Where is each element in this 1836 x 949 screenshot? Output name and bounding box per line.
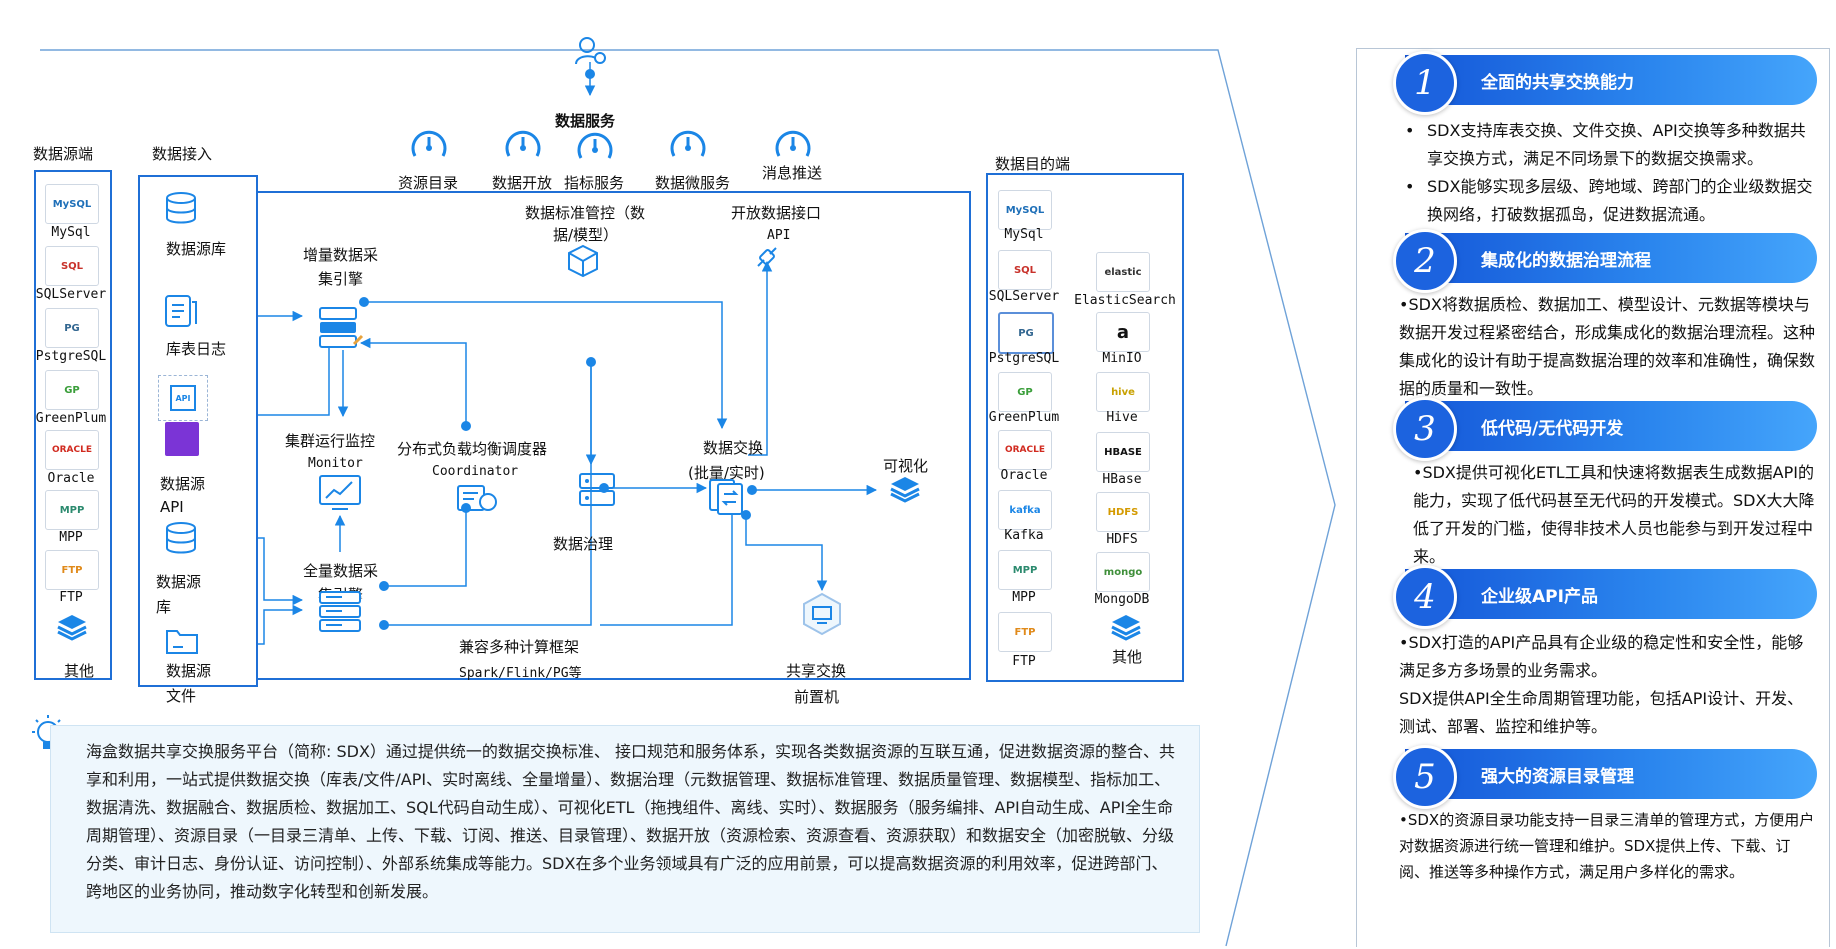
- sqlserver-logo-icon: SQL: [998, 250, 1052, 290]
- hive-logo-icon: hive: [1096, 372, 1150, 412]
- mysql-logo-icon: MySQL: [45, 184, 99, 224]
- feature-number-badge: 4: [1393, 565, 1457, 629]
- feature-3-body: •SDX提供可视化ETL工具和快速将数据表生成数据API的能力，实现了低代码甚至…: [1413, 463, 1815, 566]
- data-service-title: 数据服务: [555, 112, 616, 130]
- layers-icon: [57, 615, 87, 641]
- feature-panel: 1 全面的共享交换能力 SDX支持库表交换、文件交换、API交换等多种数据共享交…: [1356, 48, 1830, 947]
- log-file-icon: [165, 295, 197, 327]
- layers-icon: [890, 477, 920, 503]
- service-label: 数据微服务: [655, 174, 731, 192]
- server-icon: [319, 307, 364, 348]
- plug-icon: [757, 247, 777, 267]
- folder-icon: [166, 630, 198, 654]
- kafka-logo-icon: kafka: [998, 490, 1052, 530]
- sqlserver-logo-icon: SQL: [45, 246, 99, 286]
- oracle-logo-icon: ORACLE: [45, 430, 99, 470]
- source-column-title: 数据源端: [33, 145, 94, 163]
- feature-1-header: 1 全面的共享交换能力: [1393, 51, 1817, 115]
- gauge-icon: [411, 130, 447, 157]
- dest-column-title: 数据目的端: [995, 155, 1071, 173]
- hbase-logo-icon: HBASE: [1096, 432, 1150, 472]
- elastic-logo-icon: elastic: [1096, 252, 1150, 292]
- feature-number-badge: 1: [1393, 51, 1457, 115]
- feature-title: 集成化的数据治理流程: [1481, 251, 1651, 271]
- feature-5-header: 5 强大的资源目录管理: [1393, 745, 1817, 809]
- gauge-icon: [505, 130, 541, 157]
- monitor-chart-icon: [319, 475, 361, 510]
- feature-number-badge: 5: [1393, 745, 1457, 809]
- api-chip-icon: API: [158, 375, 208, 421]
- feature-number-badge: 2: [1393, 229, 1457, 293]
- feature-title: 低代码/无代码开发: [1481, 419, 1624, 439]
- scheduler-icon: [457, 485, 497, 511]
- service-label: 指标服务: [564, 174, 625, 192]
- greenplum-logo-icon: GP: [998, 372, 1052, 412]
- feature-2-body: •SDX将数据质检、数据加工、模型设计、元数据等模块与数据开发过程紧密结合，形成…: [1399, 295, 1816, 398]
- cubes-icon: [568, 244, 598, 278]
- feature-2-header: 2 集成化的数据治理流程: [1393, 229, 1817, 293]
- feature-4-body: •SDX打造的API产品具有企业级的稳定性和安全性，能够满足多方多场景的业务需求…: [1399, 633, 1804, 736]
- feature-number-badge: 3: [1393, 397, 1457, 461]
- gauge-icon: [577, 132, 613, 159]
- gauge-icon: [670, 130, 706, 157]
- user-gear-icon: [575, 37, 606, 65]
- mpp-logo-icon: MPP: [45, 490, 99, 530]
- front-machine-icon: [803, 592, 841, 636]
- oracle-logo-icon: ORACLE: [998, 430, 1052, 470]
- gauge-icon: [775, 130, 811, 157]
- summary-box: 海盒数据共享交换服务平台（简称: SDX）通过提供统一的数据交换标准、 接口规范…: [50, 725, 1200, 933]
- postgresql-logo-icon: PG: [998, 312, 1054, 354]
- feature-title: 企业级API产品: [1481, 587, 1598, 607]
- mongodb-logo-icon: mongo: [1096, 552, 1150, 592]
- database-icon: [166, 192, 196, 224]
- ftp-logo-icon: FTP: [45, 550, 99, 590]
- summary-text: 海盒数据共享交换服务平台（简称: SDX）通过提供统一的数据交换标准、 接口规范…: [86, 742, 1176, 901]
- feature-4-header: 4 企业级API产品: [1393, 565, 1817, 629]
- exchange-icon: [709, 479, 743, 515]
- server-icon: [319, 591, 361, 632]
- feature-3-header: 3 低代码/无代码开发: [1393, 397, 1817, 461]
- governance-server-icon: [579, 473, 615, 506]
- hdfs-logo-icon: HDFS: [1096, 492, 1150, 532]
- service-label: 消息推送: [762, 164, 823, 182]
- ftp-logo-icon: FTP: [998, 612, 1052, 652]
- service-label: 数据开放: [492, 174, 553, 192]
- minio-logo-icon: a: [1096, 312, 1150, 352]
- chevron-frame: [40, 49, 1336, 947]
- mysql-logo-icon: MySQL: [998, 190, 1052, 230]
- layers-icon: [1111, 615, 1141, 641]
- feature-title: 全面的共享交换能力: [1481, 73, 1634, 93]
- database-icon: [166, 522, 196, 554]
- mpp-logo-icon: MPP: [998, 550, 1052, 590]
- feature-title: 强大的资源目录管理: [1481, 767, 1634, 787]
- feature-1-body: SDX支持库表交换、文件交换、API交换等多种数据共享交换方式，满足不同场景下的…: [1399, 117, 1819, 229]
- api-gateway-icon: [165, 422, 199, 456]
- greenplum-logo-icon: GP: [45, 370, 99, 410]
- postgresql-logo-icon: PG: [45, 308, 99, 348]
- feature-5-body: •SDX的资源目录功能支持一目录三清单的管理方式，方便用户对数据资源进行统一管理…: [1399, 811, 1815, 881]
- ingest-column-title: 数据接入: [152, 145, 213, 163]
- service-label: 资源目录: [398, 174, 459, 192]
